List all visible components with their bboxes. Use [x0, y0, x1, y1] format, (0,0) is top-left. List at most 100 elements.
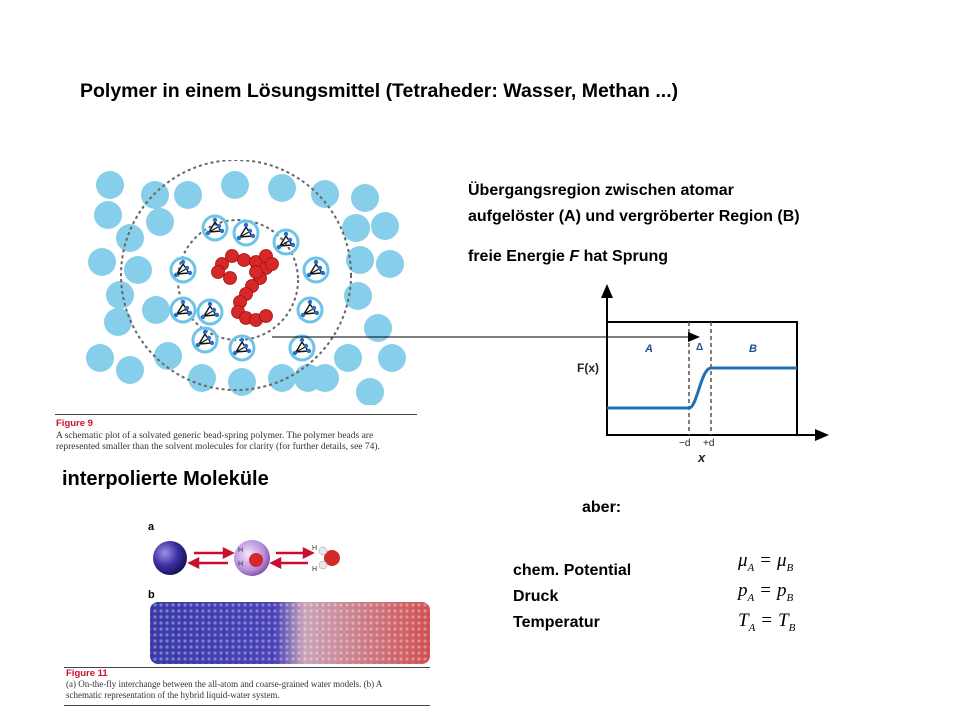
transition-line2: aufgelöster (A) und vergröberter Region … [468, 208, 800, 225]
solvent-molecule [221, 171, 249, 199]
solvent-molecule [378, 344, 406, 372]
tick-minus-d: −d [679, 438, 690, 449]
solvent-molecule [86, 344, 114, 372]
solvent-molecule [342, 214, 370, 242]
tetrahedral-molecule [191, 326, 219, 354]
solvent-molecule [174, 181, 202, 209]
transition-description: Übergangsregion zwischen atomar aufgelös… [468, 178, 800, 270]
page-title: Polymer in einem Lösungsmittel (Tetrahed… [80, 80, 679, 102]
solvent-molecule [96, 171, 124, 199]
equations-list: μA=μB pA=pB TA=TB [738, 550, 795, 640]
figure11-label: Figure 11 [66, 668, 108, 679]
equation-t: TA=TB [738, 610, 796, 634]
figure11-caption-block: Figure 11 (a) On-the-fly interchange bet… [66, 668, 446, 701]
polymer-chain [211, 249, 279, 327]
aber-label: aber: [582, 499, 622, 516]
polymer-bead [211, 265, 225, 279]
panel-b-label: b [148, 589, 155, 601]
coarse-grained-water-bead [153, 541, 187, 575]
region-b-label: B [749, 343, 757, 355]
delta-label: Δ [696, 342, 703, 353]
figure9-label: Figure 9 [56, 418, 93, 429]
atomistic-oxygen [324, 550, 340, 566]
quantity-chem-potential: chem. Potential [513, 562, 632, 579]
tetrahedral-molecule [201, 214, 229, 242]
polymer-bead [249, 265, 263, 279]
hybrid-h1: H [238, 547, 243, 554]
solvent-molecule [94, 201, 122, 229]
tetrahedral-molecule [169, 256, 197, 284]
outer-dashed-circle [120, 160, 352, 391]
tetrahedral-molecule [302, 256, 330, 284]
solvated-polymer-figure [86, 160, 406, 405]
x-axis-arrowhead [815, 429, 829, 441]
tetrahedral-molecule [228, 334, 256, 362]
tetrahedral-molecule [288, 334, 316, 362]
figure9-rule [55, 414, 417, 415]
tetrahedral-molecule [232, 219, 260, 247]
free-energy-curve [607, 366, 797, 410]
jump-suffix: hat Sprung [579, 248, 669, 265]
solvent-molecule [116, 356, 144, 384]
figure9-caption-line2: represented smaller than the solvent mol… [56, 442, 380, 452]
solvent-molecule [146, 208, 174, 236]
solvent-molecule [116, 224, 144, 252]
tetrahedral-molecules [169, 214, 330, 362]
free-energy-jump: freie Energie F hat Sprung [468, 244, 800, 270]
hybrid-oxygen [249, 553, 263, 567]
water-models-figure: a H H H H b [148, 521, 430, 664]
region-a-label: A [644, 343, 653, 355]
solvent-molecule [371, 212, 399, 240]
solvent-molecule [188, 364, 216, 392]
polymer-bead [223, 271, 237, 285]
free-energy-plot: A Δ B F(x) −d +d x [577, 284, 829, 465]
quantity-temperature: Temperatur [513, 614, 600, 631]
solvent-molecule [154, 342, 182, 370]
solvent-molecule [376, 250, 404, 278]
quantities-list: chem. Potential Druck Temperatur [513, 558, 631, 636]
panel-a-label: a [148, 521, 155, 533]
solvent-molecule [346, 246, 374, 274]
tetrahedral-molecule [296, 296, 324, 324]
figure11-bottom-rule [64, 705, 430, 706]
hybrid-water-box-texture [150, 602, 430, 664]
figure9-caption-line1: A schematic plot of a solvated generic b… [56, 431, 374, 441]
atomistic-h2: H [312, 566, 317, 573]
atomistic-hydrogen-1 [318, 546, 328, 556]
solvent-molecule [104, 308, 132, 336]
tetrahedral-molecule [169, 296, 197, 324]
polymer-bead [265, 257, 279, 271]
figure11-rule [64, 667, 430, 668]
figure11-caption-line1: (a) On-the-fly interchange between the a… [66, 679, 383, 689]
solvent-molecule [142, 296, 170, 324]
hybrid-h2: H [238, 561, 243, 568]
solvent-molecule [268, 174, 296, 202]
interchange-arrows [187, 546, 315, 570]
polymer-bead [259, 309, 273, 323]
tetrahedral-molecule [196, 298, 224, 326]
figure9-caption-block: Figure 9 A schematic plot of a solvated … [56, 418, 436, 453]
y-axis-arrowhead [601, 284, 613, 298]
equation-mu: μA=μB [738, 550, 794, 574]
polymer-bead [237, 253, 251, 267]
jump-symbol: F [569, 248, 580, 265]
solvent-molecule [364, 314, 392, 342]
solvent-molecule [351, 184, 379, 212]
tetrahedral-molecule [272, 228, 300, 256]
atomistic-hydrogen-2 [318, 560, 328, 570]
figure11-caption-line2: schematic representation of the hybrid l… [66, 690, 280, 700]
x-axis-label: x [697, 450, 706, 465]
tick-plus-d: +d [703, 438, 714, 449]
solvent-molecule [106, 281, 134, 309]
solvent-molecule [124, 256, 152, 284]
solvent-molecule [356, 378, 384, 405]
solvent-molecule [268, 364, 296, 392]
solvent-molecule [311, 364, 339, 392]
y-axis-label: F(x) [577, 361, 599, 375]
equation-p: pA=pB [738, 580, 794, 604]
solvent-molecule [334, 344, 362, 372]
connector-arrow [272, 332, 700, 342]
quantity-pressure: Druck [513, 588, 559, 605]
transition-line1: Übergangsregion zwischen atomar [468, 182, 734, 199]
solvent-molecule [88, 248, 116, 276]
